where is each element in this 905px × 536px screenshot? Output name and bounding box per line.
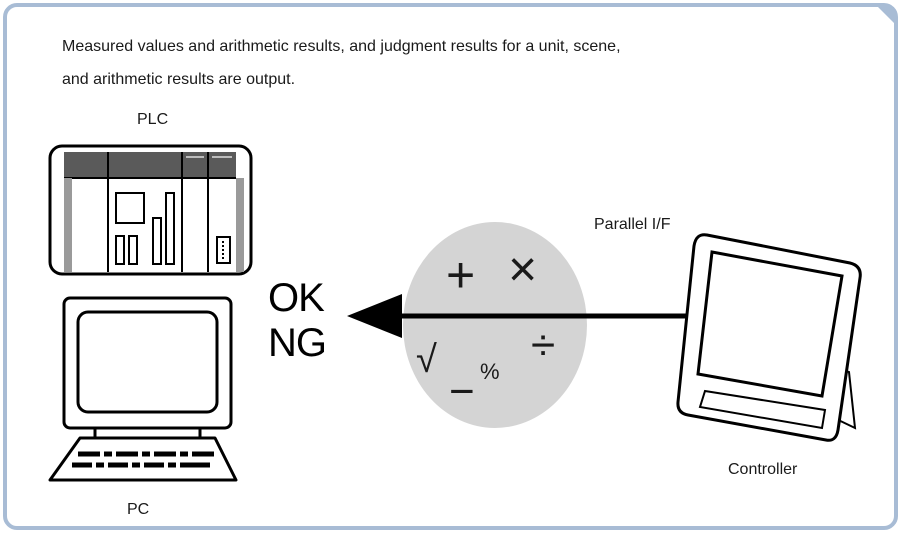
description-line-2: and arithmetic results are output.: [62, 71, 296, 88]
ok-result: OK: [268, 276, 325, 320]
output-arrow-head: [347, 294, 402, 338]
divide-operator: ÷: [531, 321, 556, 370]
multiply-operator: ×: [508, 241, 538, 297]
arithmetic-ellipse: [403, 222, 587, 428]
ng-result: NG: [268, 321, 327, 365]
plus-operator: +: [446, 247, 476, 303]
frame-corner-tab: [878, 7, 894, 23]
pc-icon: [48, 296, 238, 482]
parallel-if-label: Parallel I/F: [594, 216, 671, 233]
plc-icon: [48, 144, 253, 276]
description-line-1: Measured values and arithmetic results, …: [62, 38, 621, 55]
minus-operator: −: [449, 367, 475, 416]
controller-icon: [676, 233, 862, 442]
sqrt-operator: √: [416, 339, 437, 381]
controller-label: Controller: [728, 461, 798, 478]
plc-label: PLC: [137, 111, 169, 128]
percent-operator: %: [480, 359, 500, 384]
pc-label: PC: [127, 501, 150, 518]
